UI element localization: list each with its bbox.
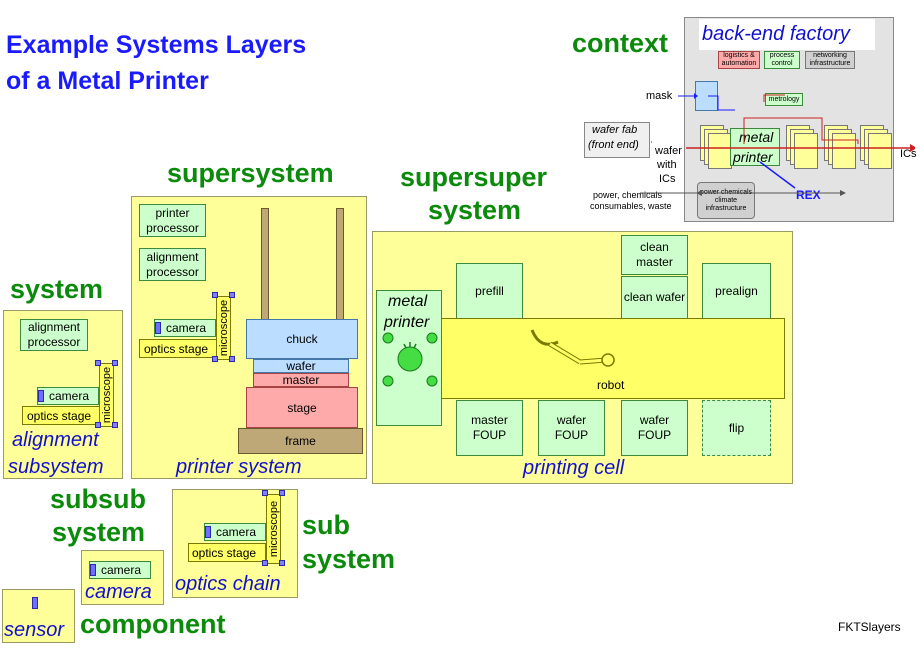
optics-microscope-box: microscope [266, 494, 281, 564]
printer-optics-stage-box: optics stage [139, 339, 217, 358]
back-end-factory-title-bg [699, 19, 875, 50]
page-title-line1: Example Systems Layers [6, 31, 307, 59]
handle-square-icon [212, 292, 218, 298]
prefill-box: prefill [456, 263, 523, 319]
optics-optics-stage-box: optics stage [188, 543, 266, 562]
optics-microscope-label: microscope [267, 500, 280, 558]
ctx-logistics-box: logistics & automation [718, 51, 760, 69]
ctx-stack-box [794, 133, 818, 169]
ctx-wafer-ics-2: with [657, 159, 677, 171]
level-label-supersystem: supersystem [167, 158, 334, 188]
page-title-line2: of a Metal Printer [6, 67, 209, 95]
handle-square-icon [95, 360, 101, 366]
camera-box: camera [37, 387, 99, 405]
printer-microscope-box: microscope [216, 296, 231, 360]
wafer-foup-box-2: wafer FOUP [621, 400, 688, 456]
level-label-system: system [10, 274, 104, 304]
chuck-box: chuck [246, 319, 358, 359]
sensor-panel [2, 589, 75, 643]
level-label-supersupersystem-1: supersuper [400, 162, 548, 192]
handle-square-icon [229, 292, 235, 298]
level-label-component: component [80, 609, 226, 639]
printer-microscope-label: microscope [217, 299, 230, 357]
wafer-foup-box-1: wafer FOUP [538, 400, 605, 456]
ctx-metal-printer-label-2: printer [733, 149, 773, 165]
frame-box: frame [238, 428, 363, 454]
caption-back-end-factory: back-end factory [702, 23, 850, 45]
ctx-wafer-fab-label-2: (front end) [588, 139, 639, 151]
printer-camera-sensor-icon [155, 322, 161, 334]
ctx-rex-label: REX [796, 188, 821, 202]
ctx-metal-printer-box [730, 128, 780, 166]
caption-printer-system: printer system [176, 456, 302, 478]
ctx-stack-box [832, 133, 856, 169]
handle-square-icon [262, 560, 268, 566]
subsub-camera-sensor-icon [90, 564, 96, 576]
handle-square-icon [112, 360, 118, 366]
alignment-processor-box: alignment processor [20, 319, 88, 351]
ctx-power-text-2: consumables, waste [590, 201, 672, 211]
ctx-wafer-fab-label-1: wafer fab [592, 124, 638, 136]
handle-square-icon [279, 490, 285, 496]
camera-sensor-icon [38, 390, 44, 402]
caption-camera: camera [85, 581, 152, 603]
ctx-infrastructure-box: power chemicals climate infrastructure [697, 182, 755, 219]
caption-alignment-line1: alignment [12, 429, 99, 451]
frame-post-left [261, 208, 269, 320]
microscope-box: microscope [99, 363, 114, 427]
caption-printing-cell: printing cell [523, 457, 625, 479]
level-label-context: context [572, 28, 669, 58]
ctx-mask-label: mask [646, 90, 673, 102]
frame-post-right [336, 208, 344, 320]
robot-arm-icon [530, 329, 615, 367]
ctx-process-control-box: process control [764, 51, 800, 69]
optics-camera-sensor-icon [205, 526, 211, 538]
printer-sensor-array-icon [382, 332, 438, 387]
wafer-box: wafer [253, 359, 349, 373]
optics-stage-box: optics stage [22, 406, 100, 425]
ctx-networking-box: networking infrastructure [805, 51, 855, 69]
clean-wafer-box: clean wafer [621, 276, 688, 319]
ctx-stack-box [868, 133, 892, 169]
metal-printer-label-1: metal [388, 293, 428, 310]
level-label-subsystem-1: sub [302, 510, 351, 540]
prealign-box: prealign [702, 263, 771, 319]
stage-box: stage [246, 387, 358, 428]
level-label-subsubsystem-2: system [52, 517, 146, 547]
subsub-camera-box: camera [89, 561, 151, 579]
handle-square-icon [229, 356, 235, 362]
ctx-ics-label: ICs [900, 148, 917, 160]
optics-camera-box: camera [204, 523, 266, 541]
level-label-subsubsystem-1: subsub [50, 484, 147, 514]
ctx-connections-diagram [640, 93, 915, 196]
metal-printer-label-2: printer [384, 314, 430, 331]
ctx-power-text-1: power, chemicals [593, 190, 663, 200]
printer-alignment-processor-box: alignment processor [139, 248, 206, 281]
caption-optics-chain: optics chain [175, 573, 281, 595]
sensor-icon [32, 597, 38, 609]
handle-square-icon [279, 560, 285, 566]
robot-label: robot [597, 378, 625, 392]
handle-square-icon [95, 422, 101, 428]
level-label-supersupersystem-2: system [428, 195, 522, 225]
master-foup-box: master FOUP [456, 400, 523, 456]
handle-square-icon [262, 490, 268, 496]
level-label-subsystem-2: system [302, 544, 396, 574]
master-box: master [253, 373, 349, 387]
microscope-label: microscope [100, 366, 113, 424]
handle-square-icon [112, 422, 118, 428]
ctx-metal-printer-label-1: metal [739, 129, 774, 145]
printer-camera-box: camera [154, 319, 216, 337]
ctx-wafer-ics-3: ICs [659, 173, 676, 185]
ctx-metrology-box: metrology [765, 93, 803, 106]
ctx-wafer-fab-box [584, 122, 650, 158]
caption-alignment-line2: subsystem [8, 456, 104, 478]
caption-sensor: sensor [4, 619, 65, 641]
handle-square-icon [212, 356, 218, 362]
printer-processor-box: printer processor [139, 204, 206, 237]
flip-box: flip [702, 400, 771, 456]
footer-label: FKTSlayers [838, 620, 901, 634]
ctx-wafer-ics-1: wafer [655, 145, 682, 157]
clean-master-box: clean master [621, 235, 688, 275]
